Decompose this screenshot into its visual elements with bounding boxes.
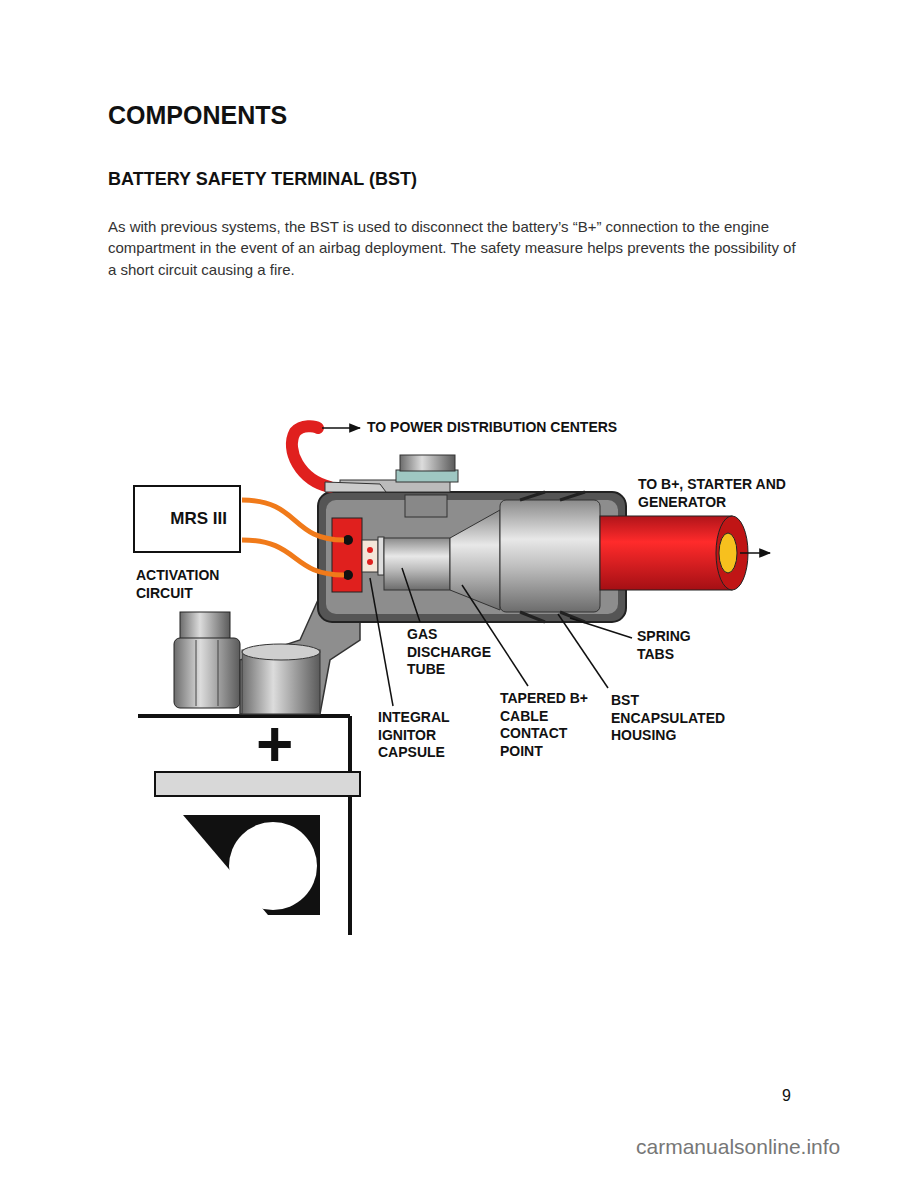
part-label: TO B+, STARTER AND GENERATOR: [638, 476, 788, 511]
polarity-symbol: +: [256, 712, 316, 776]
body-paragraph: As with previous systems, the BST is use…: [108, 216, 798, 280]
section-heading: BATTERY SAFETY TERMINAL (BST): [108, 168, 808, 191]
module-box: MRS III: [133, 485, 241, 553]
watermark: carmanualsonline.info: [636, 1134, 896, 1160]
page-title: COMPONENTS: [108, 100, 287, 131]
part-label: TO POWER DISTRIBUTION CENTERS: [367, 419, 667, 437]
part-label: TAPERED B+ CABLE CONTACT POINT: [500, 690, 595, 760]
part-label: ACTIVATION CIRCUIT: [136, 567, 246, 602]
page-number: 9: [782, 1086, 812, 1106]
part-label: BST ENCAPSULATED HOUSING: [611, 692, 751, 745]
part-label: GAS DISCHARGE TUBE: [407, 626, 507, 679]
module-name: MRS III: [158, 509, 239, 529]
part-label: INTEGRAL IGNITOR CAPSULE: [378, 709, 473, 762]
part-label: SPRING TABS: [637, 628, 707, 663]
